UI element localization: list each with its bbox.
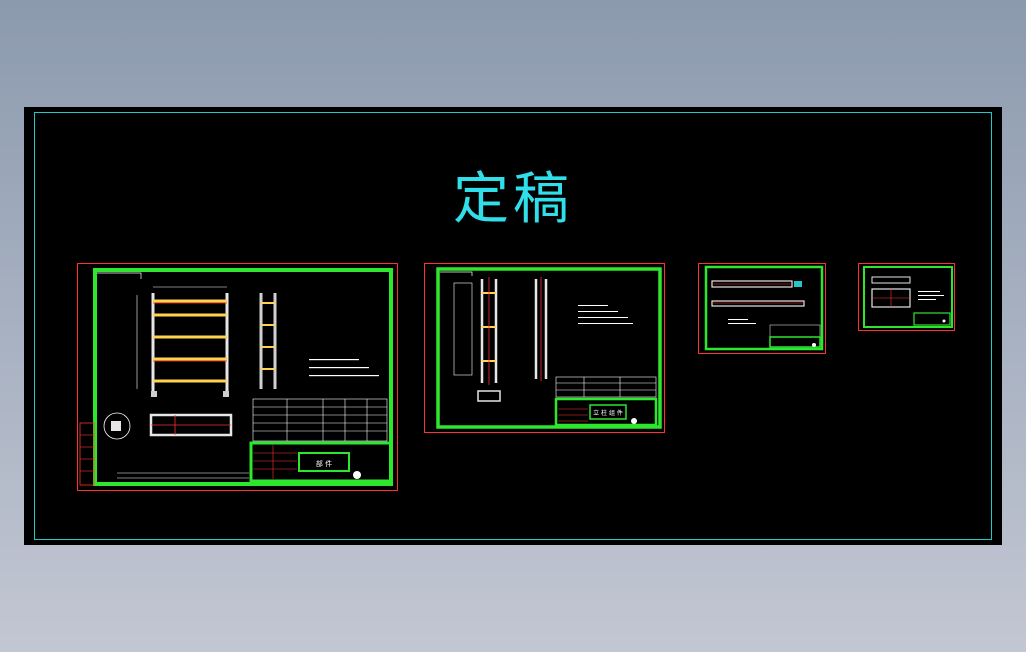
sheet-2-title-text: 立 柱 组 件 xyxy=(593,409,623,417)
sheet-1-title-text: 部 件 xyxy=(316,459,332,468)
drawing-canvas xyxy=(24,107,1002,545)
sheet-3-beam[interactable] xyxy=(698,263,827,355)
drawing-frame xyxy=(34,112,992,540)
drawing-title: 定稿 xyxy=(453,167,573,232)
sheet-1-assembly[interactable]: 部 件 xyxy=(77,263,399,492)
sheet-4-plate[interactable] xyxy=(858,263,956,332)
sheet-2-side-view[interactable]: 立 柱 组 件 xyxy=(424,263,666,434)
